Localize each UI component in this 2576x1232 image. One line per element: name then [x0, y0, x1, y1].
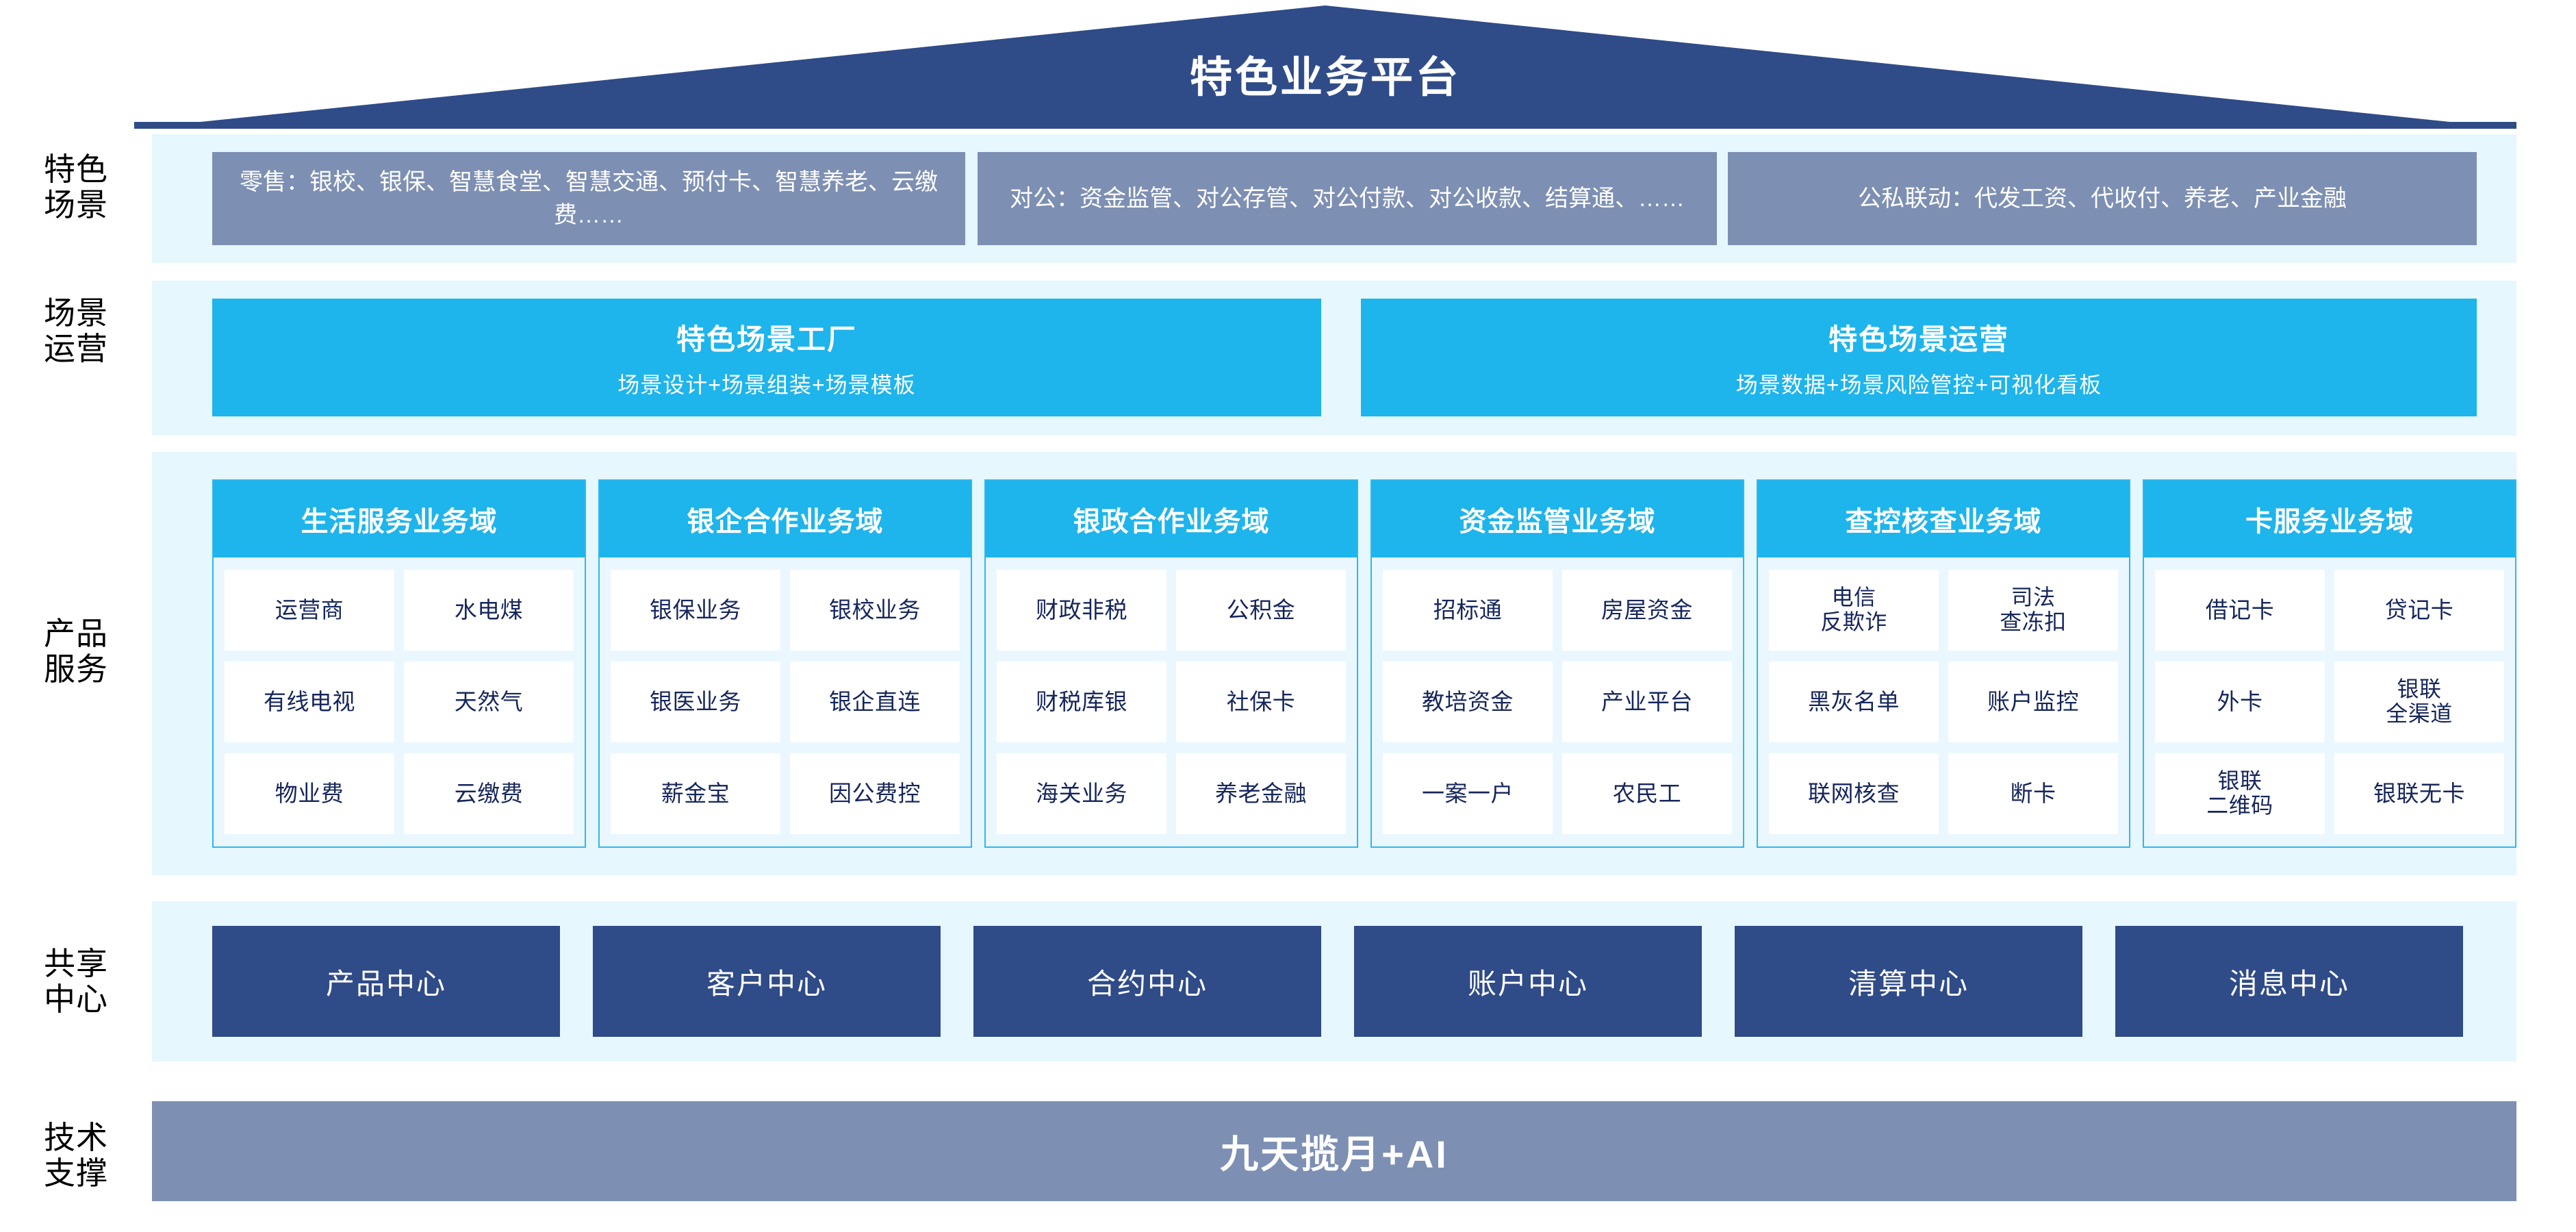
- domain-item[interactable]: 借记卡: [2155, 570, 2325, 651]
- scenario-box-retail[interactable]: 零售：银校、银保、智慧食堂、智慧交通、预付卡、智慧养老、云缴费……: [212, 152, 965, 245]
- domain-column-bank-enterprise[interactable]: 银企合作业务域 银保业务 银校业务 银医业务 银企直连 薪金宝 因公费控: [598, 479, 972, 848]
- domain-item[interactable]: 贷记卡: [2334, 570, 2504, 651]
- domain-item[interactable]: 运营商: [225, 570, 394, 651]
- domain-item[interactable]: 账户监控: [1948, 662, 2118, 742]
- domain-item[interactable]: 银企直连: [790, 662, 960, 742]
- domain-item[interactable]: 财政非税: [997, 570, 1166, 651]
- domain-item[interactable]: 外卡: [2155, 662, 2325, 742]
- domain-item[interactable]: 薪金宝: [611, 753, 780, 834]
- domain-item[interactable]: 一案一户: [1383, 753, 1553, 834]
- domain-title: 银政合作业务域: [986, 481, 1357, 557]
- shared-center-clearing[interactable]: 清算中心: [1735, 926, 2082, 1037]
- domain-item[interactable]: 银校业务: [790, 570, 960, 651]
- domain-item[interactable]: 司法 查冻扣: [1948, 570, 2118, 651]
- domain-item-grid: 运营商 水电煤 有线电视 天然气 物业费 云缴费: [214, 557, 585, 846]
- shared-center-product[interactable]: 产品中心: [212, 926, 560, 1037]
- shared-center-message[interactable]: 消息中心: [2115, 926, 2463, 1037]
- domain-title: 卡服务业务域: [2144, 481, 2515, 557]
- domain-item[interactable]: 有线电视: [225, 662, 394, 742]
- domain-item-grid: 财政非税 公积金 财税库银 社保卡 海关业务 养老金融: [986, 557, 1357, 846]
- shared-center-customer[interactable]: 客户中心: [593, 926, 941, 1037]
- domain-item[interactable]: 公积金: [1176, 570, 1346, 651]
- domain-item[interactable]: 断卡: [1948, 753, 2118, 834]
- domain-item[interactable]: 财税库银: [997, 662, 1166, 742]
- operation-title: 特色场景运营: [1828, 323, 2009, 355]
- domain-item-grid: 招标通 房屋资金 教培资金 产业平台 一案一户 农民工: [1372, 557, 1743, 846]
- domain-column-fund-supervision[interactable]: 资金监管业务域 招标通 房屋资金 教培资金 产业平台 一案一户 农民工: [1370, 479, 1744, 848]
- operation-subtitle: 场景设计+场景组装+场景模板: [617, 372, 916, 397]
- operation-title: 特色场景工厂: [676, 323, 857, 355]
- domain-item[interactable]: 养老金融: [1176, 753, 1346, 834]
- domain-item[interactable]: 农民工: [1562, 753, 1732, 834]
- domain-item[interactable]: 海关业务: [997, 753, 1166, 834]
- tech-support-band[interactable]: 九天揽月+AI: [152, 1101, 2516, 1201]
- row-label-shared-center: 共享 中心: [44, 946, 108, 1017]
- row-label-tech-support: 技术 支撑: [44, 1120, 108, 1191]
- domain-title: 生活服务业务域: [214, 481, 585, 557]
- domain-title: 资金监管业务域: [1372, 481, 1743, 557]
- domain-column-card-service[interactable]: 卡服务业务域 借记卡 贷记卡 外卡 银联 全渠道 银联 二维码 银联无卡: [2143, 479, 2516, 848]
- domain-item-grid: 电信 反欺诈 司法 查冻扣 黑灰名单 账户监控 联网核查 断卡: [1758, 557, 2129, 846]
- domain-item[interactable]: 社保卡: [1176, 662, 1346, 742]
- domain-item[interactable]: 物业费: [225, 753, 394, 834]
- scenario-box-corporate[interactable]: 对公：资金监管、对公存管、对公付款、对公收款、结算通、……: [978, 152, 1717, 245]
- row-label-product: 产品 服务: [44, 616, 108, 687]
- domain-item[interactable]: 银保业务: [611, 570, 780, 651]
- shared-center-contract[interactable]: 合约中心: [973, 926, 1321, 1037]
- shared-center-account[interactable]: 账户中心: [1354, 926, 1702, 1037]
- domain-item[interactable]: 黑灰名单: [1769, 662, 1939, 742]
- domain-column-investigation-control[interactable]: 查控核查业务域 电信 反欺诈 司法 查冻扣 黑灰名单 账户监控 联网核查 断卡: [1757, 479, 2130, 848]
- operation-subtitle: 场景数据+场景风险管控+可视化看板: [1735, 372, 2102, 397]
- domain-item[interactable]: 产业平台: [1562, 662, 1732, 742]
- domain-item[interactable]: 教培资金: [1383, 662, 1553, 742]
- domain-item[interactable]: 银联 二维码: [2155, 753, 2325, 834]
- domain-item[interactable]: 银联无卡: [2334, 753, 2504, 834]
- domain-item[interactable]: 房屋资金: [1562, 570, 1732, 651]
- domain-item[interactable]: 云缴费: [404, 753, 574, 834]
- domain-item[interactable]: 联网核查: [1769, 753, 1939, 834]
- operation-block-scene-operation[interactable]: 特色场景运营 场景数据+场景风险管控+可视化看板: [1361, 299, 2477, 416]
- domain-item[interactable]: 电信 反欺诈: [1769, 570, 1939, 651]
- scenario-box-public-private[interactable]: 公私联动：代发工资、代收付、养老、产业金融: [1728, 152, 2477, 245]
- domain-column-bank-government[interactable]: 银政合作业务域 财政非税 公积金 财税库银 社保卡 海关业务 养老金融: [984, 479, 1358, 848]
- domain-title: 银企合作业务域: [600, 481, 971, 557]
- domain-column-life-service[interactable]: 生活服务业务域 运营商 水电煤 有线电视 天然气 物业费 云缴费: [212, 479, 586, 848]
- row-label-operation: 场景 运营: [44, 295, 108, 366]
- platform-roof: 特色业务平台: [134, 5, 2516, 129]
- domain-item[interactable]: 招标通: [1383, 570, 1553, 651]
- domain-title: 查控核查业务域: [1758, 481, 2129, 557]
- domain-item-grid: 借记卡 贷记卡 外卡 银联 全渠道 银联 二维码 银联无卡: [2144, 557, 2515, 846]
- domain-item[interactable]: 银医业务: [611, 662, 780, 742]
- row-label-scenario: 特色 场景: [44, 151, 108, 223]
- domain-item-grid: 银保业务 银校业务 银医业务 银企直连 薪金宝 因公费控: [600, 557, 971, 846]
- domain-item[interactable]: 天然气: [404, 662, 574, 742]
- domain-item[interactable]: 水电煤: [404, 570, 574, 651]
- operation-block-scene-factory[interactable]: 特色场景工厂 场景设计+场景组装+场景模板: [212, 299, 1321, 416]
- domain-item[interactable]: 因公费控: [790, 753, 960, 834]
- page-title: 特色业务平台: [1189, 54, 1461, 101]
- domain-item[interactable]: 银联 全渠道: [2334, 662, 2504, 742]
